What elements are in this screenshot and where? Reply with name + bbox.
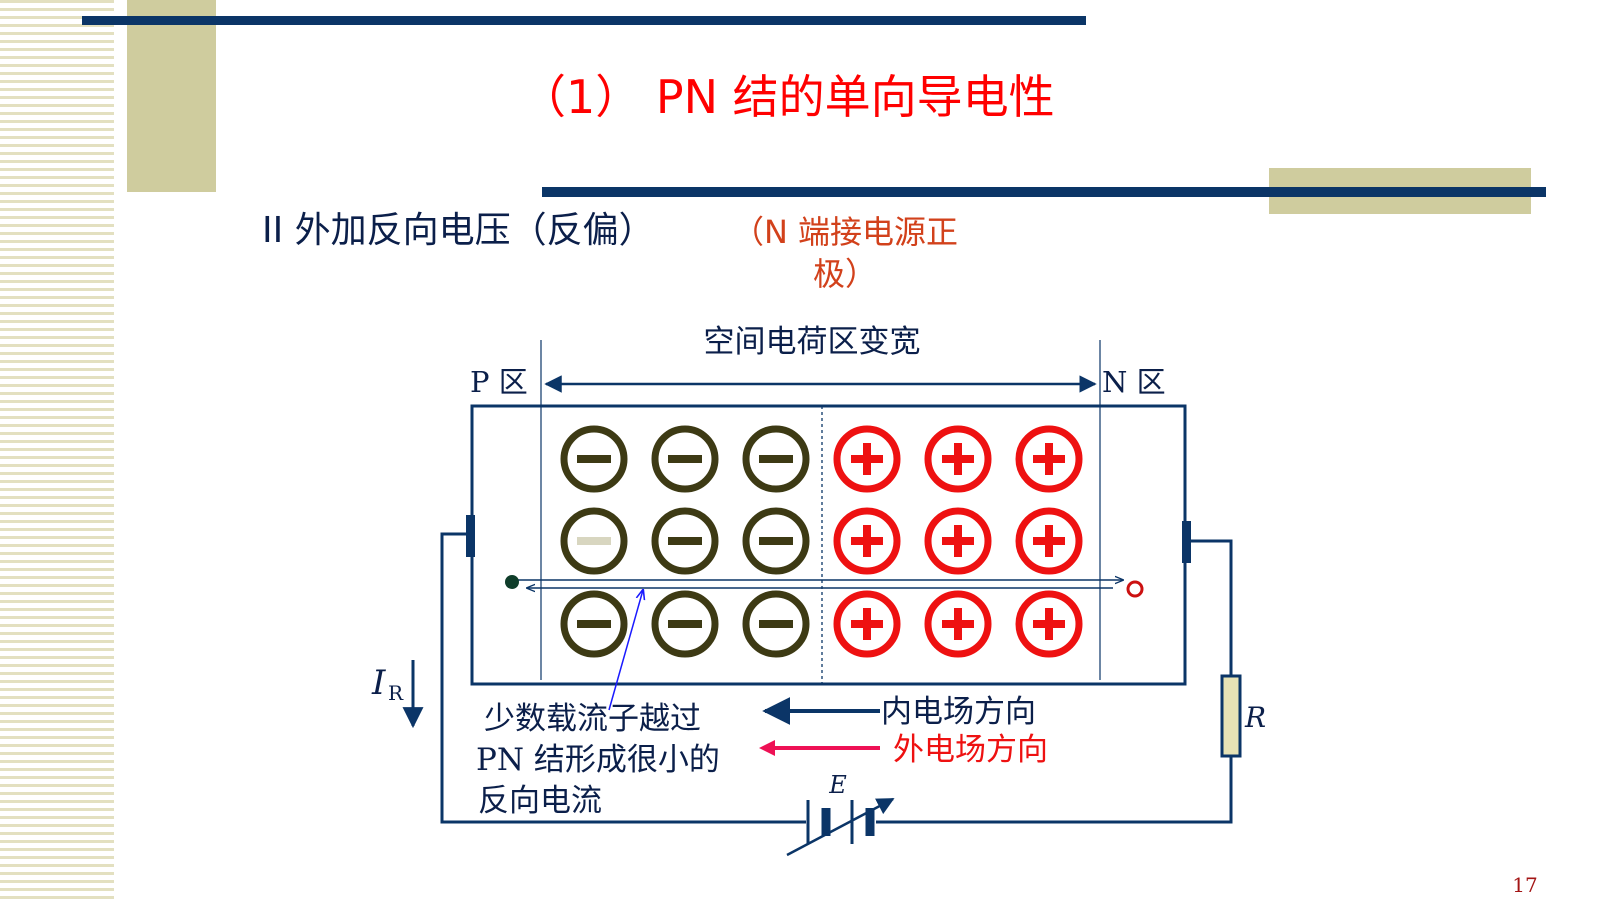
top-rule	[82, 16, 1086, 25]
inner-field-label: 内电场方向	[881, 694, 1036, 730]
current-subscript: R	[388, 681, 404, 705]
minority-text-line-3: 反向电流	[478, 783, 602, 819]
left-circuit-wire	[440, 532, 806, 824]
negative-ion	[742, 425, 810, 493]
minority-pointer-line	[608, 590, 643, 711]
positive-ion	[1015, 590, 1083, 658]
decorative-block-left	[127, 0, 216, 192]
negative-ion	[742, 507, 810, 575]
slide-title: （1） PN 结的单向导电性	[520, 70, 1055, 124]
positive-ion	[1015, 425, 1083, 493]
negative-ion	[560, 507, 628, 575]
positive-ion	[1015, 507, 1083, 575]
positive-ion	[833, 590, 901, 658]
slide-subtitle: II 外加反向电压（反偏）	[262, 210, 655, 251]
negative-ions	[560, 425, 810, 658]
minority-text-line-2: PN 结形成很小的	[476, 742, 720, 778]
p-region-label: P 区	[470, 365, 528, 399]
hole-dot	[1126, 580, 1144, 598]
positive-ion	[924, 507, 992, 575]
negative-ion	[651, 590, 719, 658]
page-number: 17	[1512, 873, 1538, 897]
negative-ion	[651, 507, 719, 575]
positive-ion	[833, 425, 901, 493]
electron-dot	[505, 575, 519, 589]
resistor-label: R	[1244, 701, 1266, 734]
negative-ion	[651, 425, 719, 493]
positive-ion	[924, 590, 992, 658]
positive-ion	[833, 507, 901, 575]
p-electrode	[466, 515, 475, 557]
negative-ion	[560, 425, 628, 493]
outer-field-label: 外电场方向	[893, 732, 1048, 768]
n-electrode	[1182, 521, 1191, 563]
decorative-stripes	[0, 0, 114, 900]
middle-rule	[542, 187, 1546, 197]
positive-ion	[924, 425, 992, 493]
positive-ions	[833, 425, 1083, 658]
battery	[786, 797, 895, 857]
right-circuit-wire-upper	[1191, 539, 1233, 676]
outer-field-arrowhead	[759, 740, 775, 756]
depletion-region-label: 空间电荷区变宽	[704, 324, 921, 360]
bias-note: （N 端接电源正极）	[731, 213, 959, 293]
right-circuit-wire-lower	[876, 756, 1233, 824]
current-label: I	[371, 663, 386, 703]
negative-ion	[742, 590, 810, 658]
minority-text-line-1: 少数载流子越过	[484, 701, 701, 737]
n-region-label: N 区	[1102, 365, 1166, 399]
negative-ion	[560, 590, 628, 658]
resistor	[1220, 674, 1242, 758]
battery-label: E	[828, 771, 847, 799]
